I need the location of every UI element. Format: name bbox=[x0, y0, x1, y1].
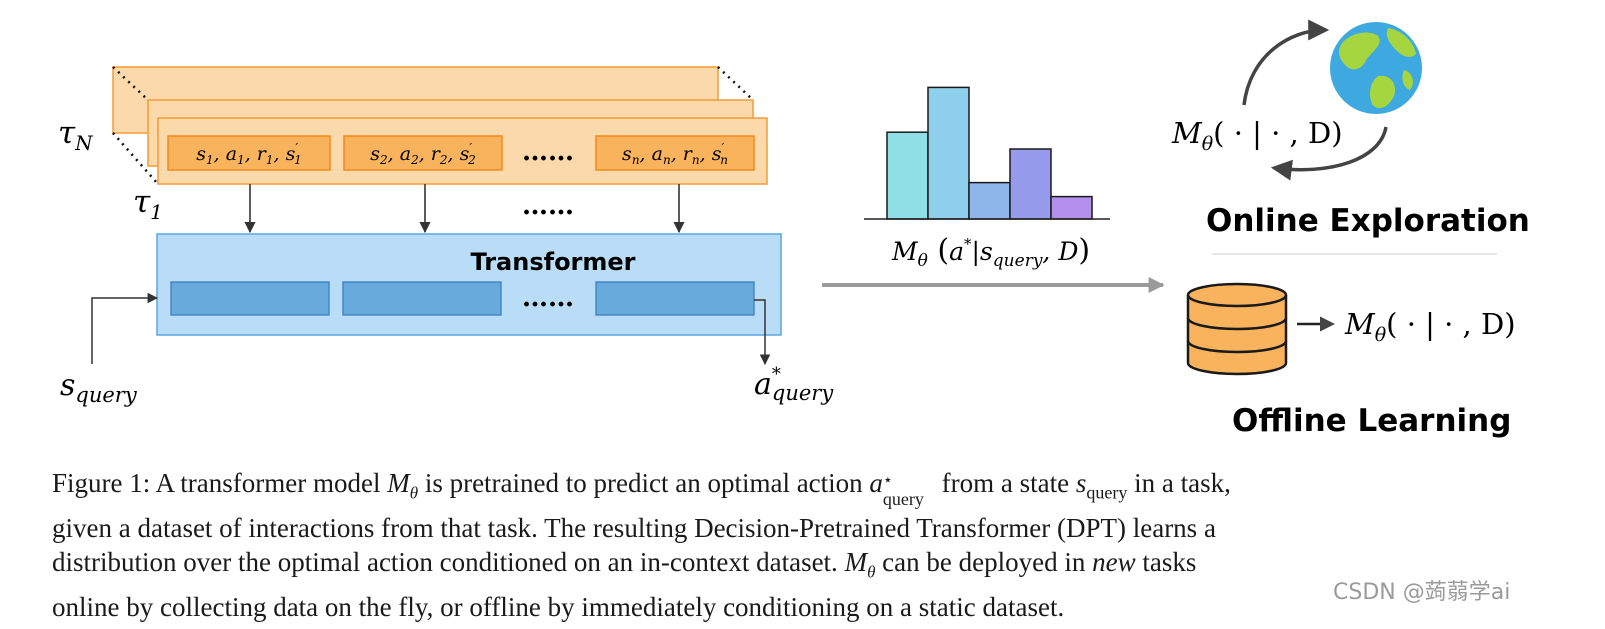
action-distribution-histogram bbox=[886, 86, 1093, 220]
caption-text: distribution over the optimal action con… bbox=[52, 547, 845, 578]
caption-emphasis: new bbox=[1092, 547, 1136, 578]
a-query-arrow bbox=[754, 299, 771, 366]
caption-text: tasks bbox=[1135, 547, 1197, 578]
depth-dots-top-right bbox=[717, 66, 754, 101]
transition-box-1: s1, a1, r1, s′1 bbox=[167, 135, 331, 171]
svg-text:sn, an, rn, s′n: sn, an, rn, s′n bbox=[622, 141, 728, 167]
histogram-bar-5 bbox=[1050, 195, 1093, 220]
transformer-block: Transformer …… bbox=[156, 233, 782, 336]
caption-text: A transformer model bbox=[150, 468, 388, 498]
caption-math-sub: θ bbox=[867, 562, 876, 582]
offline-model-label: Mθ( · | · , D) bbox=[1344, 307, 1516, 346]
s-query-label: squery bbox=[60, 368, 138, 407]
histogram-bar-3 bbox=[968, 181, 1011, 220]
database-icon bbox=[1186, 282, 1288, 376]
csdn-watermark: CSDN @蒟蒻学ai bbox=[1333, 580, 1511, 605]
histogram-bar-2 bbox=[927, 86, 970, 220]
caption-figure-number: Figure 1: bbox=[52, 468, 151, 498]
caption-math: M bbox=[387, 468, 410, 498]
caption-text: is pretrained to predict an optimal acti… bbox=[418, 468, 870, 498]
globe-icon bbox=[1330, 22, 1422, 114]
figure-caption: Figure 1: A transformer model Mθ is pret… bbox=[52, 466, 1552, 625]
caption-line-3: distribution over the optimal action con… bbox=[52, 545, 1552, 590]
caption-text: from a state bbox=[934, 468, 1076, 498]
histogram-bar-4 bbox=[1009, 148, 1052, 220]
caption-text: in a task, bbox=[1127, 468, 1231, 498]
transition-box-n: sn, an, rn, s′n bbox=[595, 135, 755, 171]
online-exploration-label: Online Exploration bbox=[1206, 203, 1530, 239]
loop-arrow-bottom bbox=[1270, 126, 1388, 181]
token-1 bbox=[170, 281, 330, 316]
caption-math-sub: query bbox=[1086, 482, 1128, 503]
transition-box-2: s2, a2, r2, s′2 bbox=[343, 135, 503, 171]
online-exploration: Mθ( · | · , D) Online Exploration bbox=[1171, 19, 1530, 239]
ellipsis-transitions: …… bbox=[522, 137, 574, 167]
histogram-bar-1 bbox=[886, 131, 929, 220]
ellipsis-tokens: …… bbox=[522, 283, 574, 313]
histogram-label: Mθ (a*|squery, D) bbox=[891, 233, 1090, 271]
depth-dots-top-left bbox=[112, 66, 149, 101]
caption-text: can be deployed in bbox=[875, 547, 1093, 578]
online-model-label: Mθ( · | · , D) bbox=[1171, 116, 1343, 155]
svg-text:s2, a2, r2, s′2: s2, a2, r2, s′2 bbox=[370, 141, 476, 167]
caption-math-supsub: ⋆query bbox=[882, 472, 924, 509]
caption-math: a bbox=[869, 468, 883, 498]
caption-math: s bbox=[1075, 468, 1087, 498]
caption-math: M bbox=[844, 547, 868, 578]
token-2 bbox=[342, 281, 502, 316]
a-query-label: a*query bbox=[754, 364, 834, 405]
token-n bbox=[595, 281, 755, 316]
transformer-label: Transformer bbox=[470, 248, 635, 276]
caption-line-1: Figure 1: A transformer model Mθ is pret… bbox=[52, 466, 1552, 511]
tau-1-label: τ1 bbox=[133, 184, 163, 224]
ellipsis-arrows: …… bbox=[522, 191, 574, 221]
offline-learning-label: Offline Learning bbox=[1232, 403, 1511, 439]
caption-line-4: online by collecting data on the fly, or… bbox=[52, 592, 1065, 623]
depth-dots-bottom-left bbox=[112, 132, 159, 185]
offline-learning: Mθ( · | · , D) Offline Learning bbox=[1186, 282, 1516, 439]
caption-math-sub: θ bbox=[409, 483, 419, 503]
tau-N-label: τN bbox=[58, 115, 94, 155]
caption-line-2: given a dataset of interactions from tha… bbox=[52, 512, 1216, 543]
loop-arrow-top bbox=[1242, 19, 1330, 106]
svg-text:s1, a1, r1, s′1: s1, a1, r1, s′1 bbox=[196, 141, 302, 167]
dpt-diagram: τN τ1 s1, a1, r1, s′1 s2, a2, r2, s′2 sn… bbox=[58, 19, 1530, 439]
s-query-arrow bbox=[91, 292, 159, 364]
